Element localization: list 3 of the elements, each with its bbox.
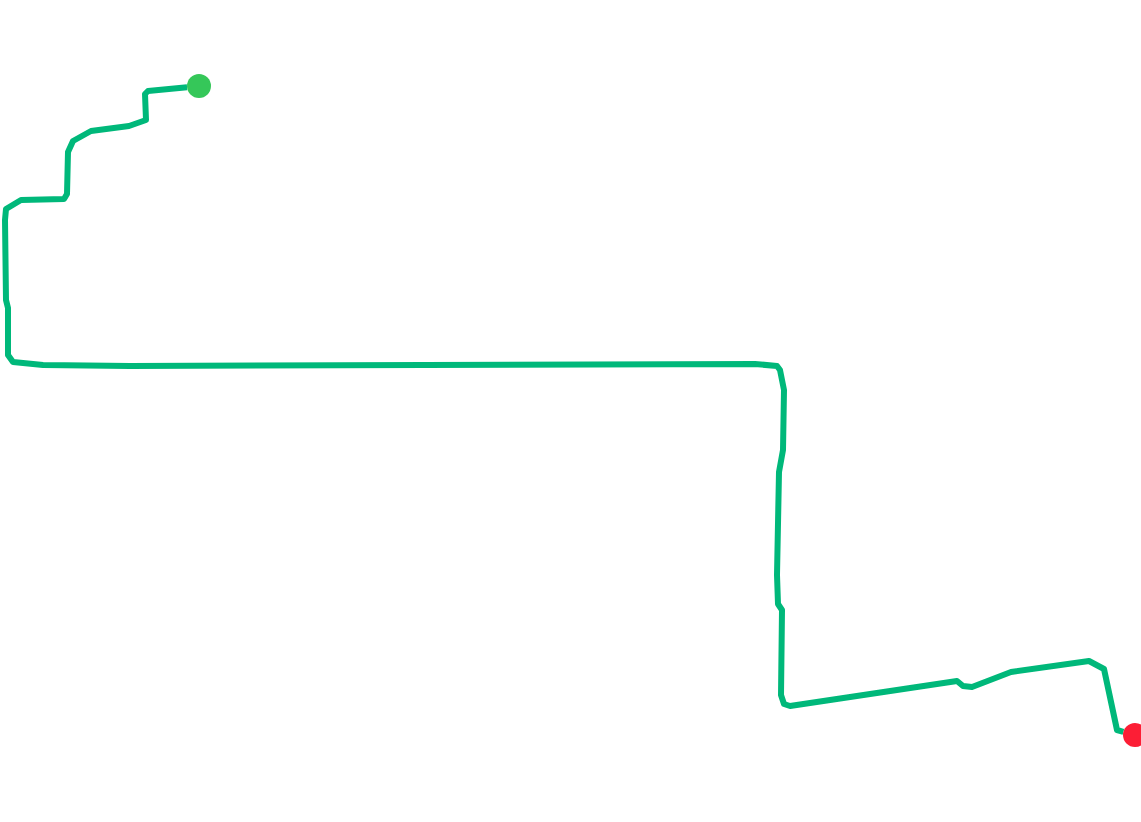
start-point-marker (187, 74, 211, 98)
end-point-marker (1123, 723, 1141, 747)
route-line (2, 84, 1126, 734)
